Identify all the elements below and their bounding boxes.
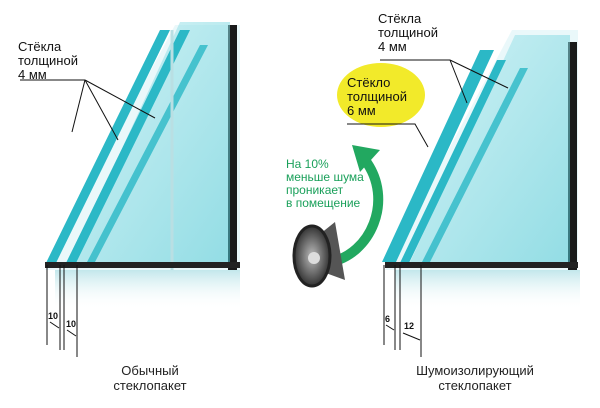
- right-glass-label: Стёкла толщиной 4 мм: [378, 12, 438, 54]
- right-dimension-2: 12: [404, 321, 415, 331]
- right-window-section: [337, 30, 580, 357]
- thick-glass-highlight: [337, 63, 425, 127]
- caption-line: стеклопакет: [113, 378, 187, 393]
- left-window-section: [20, 22, 240, 357]
- noise-reduction-note: На 10% меньше шума проникает в помещение: [286, 158, 364, 210]
- speaker-icon: [292, 222, 345, 288]
- label-line: 4 мм: [378, 39, 407, 54]
- left-dimension-2: 10: [66, 319, 77, 329]
- label-line: Стёкла: [18, 39, 62, 54]
- label-line: толщиной: [347, 89, 407, 104]
- note-line: На 10%: [286, 157, 329, 171]
- caption-line: стеклопакет: [438, 378, 512, 393]
- left-glass-label: Стёкла толщиной 4 мм: [18, 40, 78, 82]
- label-line: 4 мм: [18, 67, 47, 82]
- label-line: 6 мм: [347, 103, 376, 118]
- label-line: Стёкла: [378, 11, 422, 26]
- right-dimension-1: 6: [385, 314, 391, 324]
- label-line: толщиной: [378, 25, 438, 40]
- note-line: в помещение: [286, 196, 361, 210]
- note-line: меньше шума: [286, 170, 364, 184]
- left-dimension-1: 10: [48, 311, 59, 321]
- left-caption: Обычный стеклопакет: [90, 363, 210, 393]
- caption-line: Обычный: [121, 363, 179, 378]
- right-caption: Шумоизолирующий стеклопакет: [405, 363, 545, 393]
- thick-glass-label: Стёкло толщиной 6 мм: [347, 76, 407, 118]
- label-line: Стёкло: [347, 75, 391, 90]
- note-line: проникает: [286, 183, 344, 197]
- label-line: толщиной: [18, 53, 78, 68]
- caption-line: Шумоизолирующий: [416, 363, 534, 378]
